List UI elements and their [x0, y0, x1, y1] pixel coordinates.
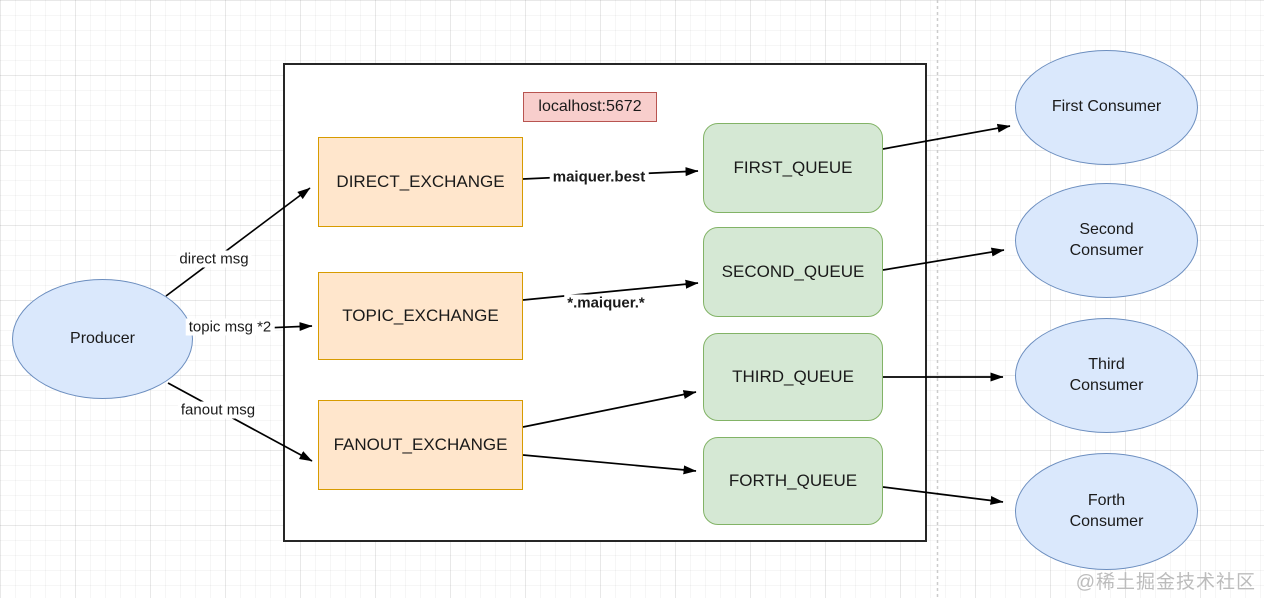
forth-queue-label: FORTH_QUEUE — [728, 470, 858, 490]
fanout-exchange-node: FANOUT_EXCHANGE — [318, 400, 523, 490]
fanout-msg-edge-label: fanout msg — [177, 401, 259, 419]
first-queue-label: FIRST_QUEUE — [733, 157, 853, 177]
first-queue-node: FIRST_QUEUE — [703, 123, 883, 213]
direct-msg-edge-label: direct msg — [176, 250, 252, 268]
second-queue-label: SECOND_QUEUE — [721, 261, 865, 281]
edge-fanout-exchange-to-forth-queue — [522, 454, 697, 475]
edge-second-queue-to-second-consumer — [882, 247, 1005, 271]
direct-exchange-node: DIRECT_EXCHANGE — [318, 137, 523, 227]
producer-label: Producer — [70, 329, 135, 347]
topic-exchange-label: TOPIC_EXCHANGE — [342, 305, 499, 325]
topic-msg-edge-label: topic msg *2 — [185, 318, 275, 336]
broker-address-badge: localhost:5672 — [523, 92, 657, 122]
producer-node: Producer — [12, 279, 193, 399]
edge-producer-to-fanout-exchange — [167, 382, 313, 462]
edge-fanout-exchange-to-third-queue — [522, 390, 697, 428]
watermark-text: @稀土掘金技术社区 — [1075, 572, 1256, 593]
second-queue-node: SECOND_QUEUE — [703, 227, 883, 317]
forth-consumer-node: Forth Consumer — [1015, 453, 1198, 570]
forth-queue-node: FORTH_QUEUE — [703, 437, 883, 525]
third-consumer-node: Third Consumer — [1015, 318, 1198, 433]
first-consumer-label: First Consumer — [1051, 98, 1162, 116]
edge-first-queue-to-first-consumer — [882, 123, 1011, 150]
edge-forth-queue-to-forth-consumer — [882, 486, 1004, 505]
broker-address-label: localhost:5672 — [538, 98, 642, 115]
second-consumer-label: Second Consumer — [1069, 220, 1144, 259]
direct-exchange-label: DIRECT_EXCHANGE — [336, 171, 505, 191]
third-queue-node: THIRD_QUEUE — [703, 333, 883, 421]
fanout-exchange-label: FANOUT_EXCHANGE — [333, 434, 508, 454]
second-consumer-node: Second Consumer — [1015, 183, 1198, 298]
first-consumer-node: First Consumer — [1015, 50, 1198, 165]
third-consumer-label: Third Consumer — [1069, 355, 1144, 394]
direct-routing-key-label: maiquer.best — [549, 168, 649, 186]
topic-routing-key-label: *.maiquer.* — [564, 294, 648, 312]
edge-topic-exchange-to-second-queue — [522, 279, 699, 301]
forth-consumer-label: Forth Consumer — [1069, 491, 1144, 530]
third-queue-label: THIRD_QUEUE — [732, 366, 854, 386]
edge-producer-to-direct-exchange — [165, 187, 311, 297]
topic-exchange-node: TOPIC_EXCHANGE — [318, 272, 523, 360]
